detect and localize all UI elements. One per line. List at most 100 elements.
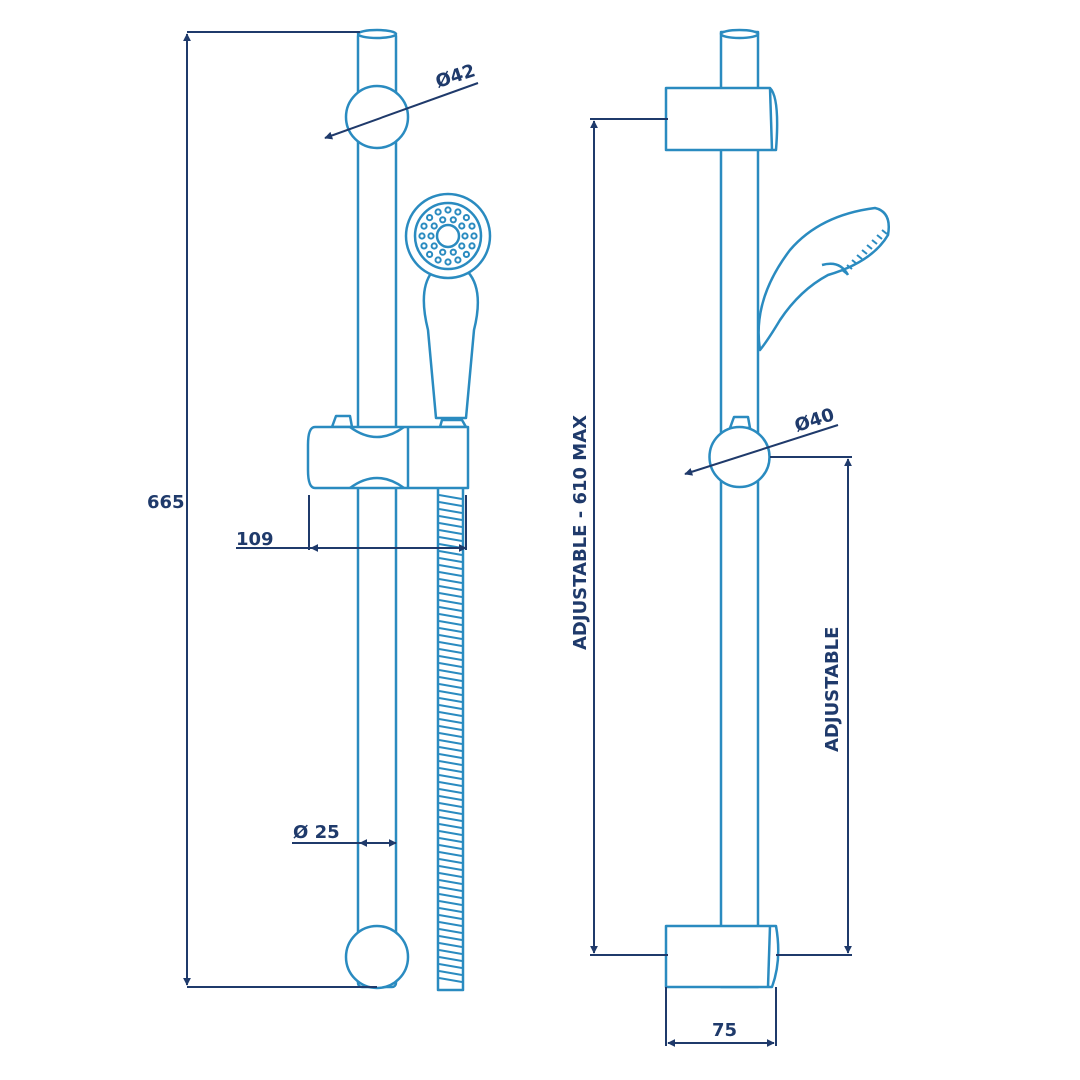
hose-coils bbox=[438, 494, 463, 983]
hose-coil bbox=[438, 844, 463, 850]
hose-coil bbox=[438, 788, 463, 794]
hose-coil bbox=[438, 704, 463, 710]
nozzle bbox=[449, 216, 457, 224]
front-slider bbox=[306, 414, 470, 490]
hose-coil bbox=[438, 578, 463, 584]
hose-coil bbox=[438, 837, 463, 843]
side-nozzle bbox=[871, 239, 878, 245]
nozzle bbox=[458, 242, 466, 250]
hose-coil bbox=[438, 683, 463, 689]
spray-nozzles bbox=[418, 206, 478, 266]
rail-top-cap bbox=[356, 28, 398, 40]
hose-coil bbox=[438, 753, 463, 759]
nozzle bbox=[420, 222, 428, 230]
nozzle bbox=[461, 232, 469, 240]
hose-coil bbox=[438, 823, 463, 829]
hose-coil bbox=[438, 893, 463, 899]
hose-coil bbox=[438, 858, 463, 864]
hose-coil bbox=[438, 760, 463, 766]
hose-coil bbox=[438, 865, 463, 871]
hose-coil bbox=[438, 634, 463, 640]
hose-coil bbox=[438, 557, 463, 563]
nozzle bbox=[454, 256, 462, 264]
nozzle bbox=[468, 222, 476, 230]
hose-coil bbox=[438, 627, 463, 633]
overall-height-label: 665 bbox=[147, 492, 185, 513]
hose-coil bbox=[438, 977, 463, 983]
nozzle bbox=[470, 232, 478, 240]
hose-coil bbox=[438, 956, 463, 962]
hose-coil bbox=[438, 718, 463, 724]
bracket-width-label: 75 bbox=[712, 1020, 737, 1041]
slider-offset-label: 109 bbox=[236, 529, 274, 550]
nozzle bbox=[430, 222, 438, 230]
nozzle bbox=[444, 258, 452, 266]
hose-coil bbox=[438, 781, 463, 787]
hose-coil bbox=[438, 711, 463, 717]
hose-coil bbox=[438, 529, 463, 535]
rail-diameter-label: Ø 25 bbox=[293, 822, 340, 843]
nozzle bbox=[444, 206, 452, 214]
side-nozzle bbox=[856, 254, 863, 260]
hose-coil bbox=[438, 648, 463, 654]
hose-coil bbox=[438, 613, 463, 619]
slider-adjustable-label: ADJUSTABLE bbox=[822, 627, 843, 752]
hose-coil bbox=[438, 641, 463, 647]
hose-coil bbox=[438, 935, 463, 941]
hose-coil bbox=[438, 732, 463, 738]
hose-coil bbox=[438, 928, 463, 934]
hose-coil bbox=[438, 606, 463, 612]
hose-coil bbox=[438, 830, 463, 836]
adjustable-range-label: ADJUSTABLE - 610 MAX bbox=[570, 415, 591, 650]
side-dimensions bbox=[590, 118, 852, 1047]
hose-coil bbox=[438, 697, 463, 703]
front-view: 665 Ø42 109 Ø 25 bbox=[147, 28, 492, 992]
hose-coil bbox=[438, 942, 463, 948]
hose-coil bbox=[438, 851, 463, 857]
side-rail bbox=[719, 30, 760, 989]
front-dimensions bbox=[183, 31, 479, 988]
hose-coil bbox=[438, 536, 463, 542]
side-rail-top-cap bbox=[719, 28, 760, 40]
hose-coil bbox=[438, 550, 463, 556]
nozzle bbox=[449, 248, 457, 256]
hose-coil bbox=[438, 900, 463, 906]
hose-coil bbox=[438, 655, 463, 661]
top-wall-bracket bbox=[344, 84, 410, 150]
hose-coil bbox=[438, 879, 463, 885]
side-spray-nozzles bbox=[841, 229, 888, 275]
nozzle bbox=[458, 222, 466, 230]
nozzle bbox=[420, 242, 428, 250]
hose-coil bbox=[438, 795, 463, 801]
nozzle bbox=[462, 250, 470, 258]
hose-coil bbox=[438, 802, 463, 808]
side-slider bbox=[708, 415, 771, 489]
side-nozzle bbox=[851, 259, 858, 265]
hose-coil bbox=[438, 585, 463, 591]
hose-coil bbox=[438, 494, 463, 500]
hose-coil bbox=[438, 774, 463, 780]
hose-coil bbox=[438, 592, 463, 598]
top-bracket-diameter-label: Ø42 bbox=[433, 60, 478, 92]
side-nozzle bbox=[881, 229, 888, 235]
hose-coil bbox=[438, 669, 463, 675]
nozzle bbox=[418, 232, 426, 240]
nozzle bbox=[468, 242, 476, 250]
hose-coil bbox=[438, 515, 463, 521]
side-nozzle bbox=[866, 244, 873, 250]
shower-hose bbox=[436, 483, 465, 992]
handset-side bbox=[757, 206, 890, 352]
side-nozzle bbox=[861, 249, 868, 255]
nozzle bbox=[434, 208, 442, 216]
hose-coil bbox=[438, 886, 463, 892]
hose-coil bbox=[438, 809, 463, 815]
hose-coil bbox=[438, 501, 463, 507]
side-top-bracket bbox=[664, 86, 779, 152]
hose-coil bbox=[438, 564, 463, 570]
hose-coil bbox=[438, 571, 463, 577]
side-nozzle bbox=[846, 264, 853, 270]
hose-coil bbox=[438, 963, 463, 969]
side-view: ADJUSTABLE - 610 MAX Ø40 ADJUSTABLE 75 bbox=[570, 28, 890, 1047]
